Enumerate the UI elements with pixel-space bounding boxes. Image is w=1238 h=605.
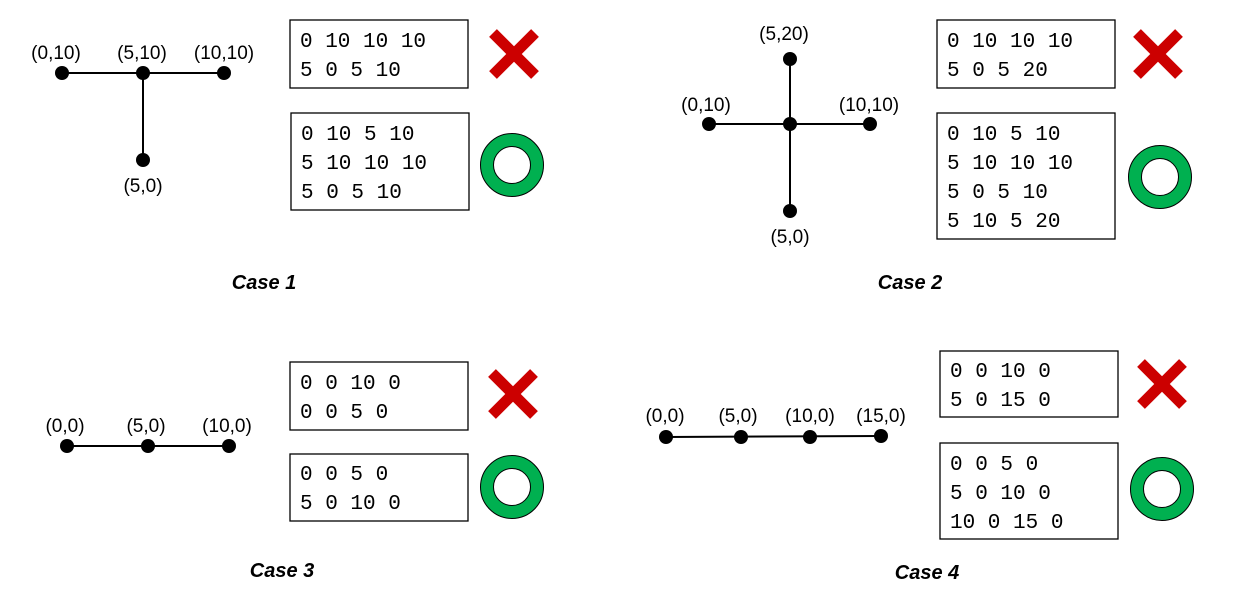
cross-icon	[1133, 29, 1183, 79]
case-1: (0,10) (5,10) (10,10) (5,0) 0 10 10 10 5…	[31, 19, 544, 294]
case-2-node	[783, 204, 797, 218]
case-1-wrong-box: 0 10 10 10 5 0 5 10	[289, 19, 469, 89]
case-4-wrong-line: 5 0 15 0	[950, 390, 1051, 413]
case-4-wrong-line: 0 0 10 0	[950, 361, 1051, 384]
case-3-right-box: 0 0 5 0 5 0 10 0	[289, 453, 469, 522]
case-4-point-label: (0,0)	[645, 406, 684, 427]
case-1-node	[136, 153, 150, 167]
case-4-title: Case 4	[895, 562, 960, 584]
case-4-right-line: 5 0 10 0	[950, 483, 1051, 506]
case-1-graph: (0,10) (5,10) (10,10) (5,0)	[31, 43, 254, 197]
case-1-point-label: (0,10)	[31, 43, 81, 64]
case-3-title: Case 3	[250, 560, 315, 582]
case-3-node	[141, 439, 155, 453]
case-4-node	[874, 429, 888, 443]
case-1-right-line: 5 0 5 10	[301, 182, 402, 205]
case-2-right-line: 5 10 5 20	[947, 211, 1060, 234]
case-1-title: Case 1	[232, 272, 297, 294]
case-2-title: Case 2	[878, 272, 943, 294]
case-1-wrong-line: 0 10 10 10	[300, 31, 426, 54]
case-1-point-label: (5,0)	[123, 176, 162, 197]
case-1-right-line: 5 10 10 10	[301, 153, 427, 176]
case-4-edge	[665, 435, 882, 438]
case-2-right-line: 5 10 10 10	[947, 153, 1073, 176]
cross-icon	[488, 369, 538, 419]
case-3-node	[60, 439, 74, 453]
case-2-node	[783, 117, 797, 131]
case-4-graph: (0,0) (5,0) (10,0) (15,0)	[645, 406, 906, 444]
case-2-point-label: (10,10)	[839, 95, 899, 116]
case-3-point-label: (5,0)	[126, 416, 165, 437]
case-3: (0,0) (5,0) (10,0) 0 0 10 0 0 0 5 0 0 0 …	[45, 361, 544, 582]
ring-icon	[480, 455, 544, 519]
case-1-point-label: (10,10)	[194, 43, 254, 64]
case-2: (5,20) (0,10) (10,10) (5,0) 0 10 10 10 5…	[681, 19, 1192, 294]
case-3-point-label: (10,0)	[202, 416, 252, 437]
case-2-wrong-box: 0 10 10 10 5 0 5 20	[936, 19, 1116, 89]
case-4-point-label: (5,0)	[718, 406, 757, 427]
case-4: (0,0) (5,0) (10,0) (15,0) 0 0 10 0 5 0 1…	[645, 350, 1194, 584]
case-2-wrong-line: 0 10 10 10	[947, 31, 1073, 54]
case-3-wrong-line: 0 0 5 0	[300, 402, 388, 425]
case-1-point-label: (5,10)	[117, 43, 167, 64]
case-2-node	[702, 117, 716, 131]
case-3-graph: (0,0) (5,0) (10,0)	[45, 416, 252, 453]
case-2-graph: (5,20) (0,10) (10,10) (5,0)	[681, 24, 899, 248]
ring-icon	[1128, 145, 1192, 209]
case-3-wrong-line: 0 0 10 0	[300, 373, 401, 396]
case-2-wrong-line: 5 0 5 20	[947, 60, 1048, 83]
ring-icon	[480, 133, 544, 197]
case-2-node	[863, 117, 877, 131]
case-3-node	[222, 439, 236, 453]
case-2-point-label: (0,10)	[681, 95, 731, 116]
case-3-point-label: (0,0)	[45, 416, 84, 437]
case-2-right-line: 5 0 5 10	[947, 182, 1048, 205]
case-1-right-box: 0 10 5 10 5 10 10 10 5 0 5 10	[290, 112, 470, 211]
case-2-right-line: 0 10 5 10	[947, 124, 1060, 147]
case-1-node	[217, 66, 231, 80]
case-1-right-line: 0 10 5 10	[301, 124, 414, 147]
case-1-node	[55, 66, 69, 80]
case-4-right-line: 0 0 5 0	[950, 454, 1038, 477]
case-4-point-label: (10,0)	[785, 406, 835, 427]
case-4-node	[734, 430, 748, 444]
case-1-wrong-line: 5 0 5 10	[300, 60, 401, 83]
case-4-point-label: (15,0)	[856, 406, 906, 427]
case-2-node	[783, 52, 797, 66]
case-4-node	[659, 430, 673, 444]
case-1-node	[136, 66, 150, 80]
case-4-wrong-box: 0 0 10 0 5 0 15 0	[939, 350, 1119, 418]
case-3-right-line: 0 0 5 0	[300, 464, 388, 487]
case-2-point-label: (5,20)	[759, 24, 809, 45]
case-3-wrong-box: 0 0 10 0 0 0 5 0	[289, 361, 469, 431]
case-4-right-line: 10 0 15 0	[950, 512, 1063, 535]
case-3-right-line: 5 0 10 0	[300, 493, 401, 516]
case-4-node	[803, 430, 817, 444]
case-2-point-label: (5,0)	[770, 227, 809, 248]
cross-icon	[1137, 359, 1187, 409]
cross-icon	[489, 29, 539, 79]
ring-icon	[1130, 457, 1194, 521]
case-2-right-box: 0 10 5 10 5 10 10 10 5 0 5 10 5 10 5 20	[936, 112, 1116, 240]
case-4-right-box: 0 0 5 0 5 0 10 0 10 0 15 0	[939, 442, 1119, 540]
